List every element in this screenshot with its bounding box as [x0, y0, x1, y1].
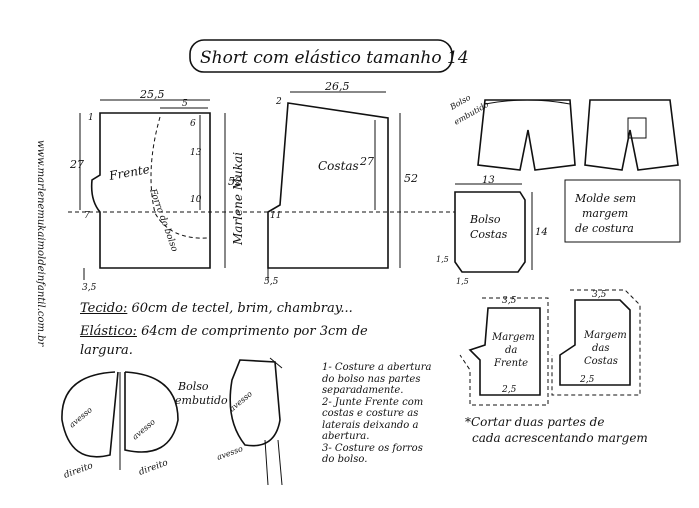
back-facing-top: 3,5	[592, 290, 607, 300]
pocket-drawing-left	[61, 371, 179, 470]
back-facing-label-1: Margem	[583, 330, 627, 341]
facing-note-2: cada acrescentando margem	[472, 431, 648, 445]
front-facing-piece	[459, 297, 549, 406]
elastic-value-2: largura.	[80, 343, 133, 358]
front-dim-6: 6	[190, 119, 196, 129]
back-corner: 2	[275, 97, 282, 107]
front-facing-label-2: da	[505, 345, 517, 356]
front-corner: 1	[88, 113, 94, 123]
back-hem: 5,5	[264, 277, 279, 287]
website-url: www.marlenemukaimoldeinfantil.com.br	[35, 140, 46, 348]
back-pocket-width: 13	[482, 175, 495, 186]
signature: Marlene Mukai	[231, 152, 245, 246]
avesso-left-1: avesso	[68, 405, 95, 429]
facing-note-1: *Cortar duas partes de	[465, 415, 604, 429]
back-hip: 11	[270, 211, 281, 221]
front-hem: 3,5	[82, 283, 97, 293]
step-line: do bolso nas partes	[322, 373, 421, 385]
avesso-left-2: avesso	[131, 417, 158, 441]
avesso-right-2: avesso	[216, 444, 245, 462]
elastic-line: Elástico: 64cm de comprimento por 3cm de	[80, 324, 368, 340]
pocket-drawing-right	[229, 357, 283, 486]
back-facing-label-3: Costas	[584, 356, 618, 367]
back-pocket-height: 14	[535, 227, 548, 238]
shorts-back-sketch	[584, 99, 679, 171]
front-pattern-piece	[68, 99, 455, 280]
elastic-value: 64cm de comprimento por 3cm de	[141, 324, 368, 339]
pocket-heading-2: embutido	[175, 394, 228, 407]
seam-note-1: Molde sem	[574, 192, 636, 205]
step-line: 3- Costure os forros	[322, 442, 423, 454]
fabric-value: 60cm de tectel, brim, chambray...	[131, 301, 353, 316]
front-hip: 7	[84, 211, 90, 221]
shorts-front-sketch	[477, 99, 576, 171]
seam-note-3: de costura	[575, 222, 634, 235]
fabric-label: Tecido:	[80, 301, 128, 316]
avesso-right-1: avesso	[228, 389, 255, 413]
front-facing-label-1: Margem	[491, 332, 535, 343]
back-facing-label-2: das	[592, 343, 610, 354]
back-label: Costas	[318, 159, 359, 173]
step-line: laterais deixando a	[322, 419, 419, 431]
seam-note-2: margem	[582, 207, 628, 220]
step-line: abertura.	[322, 431, 370, 442]
front-dim-13: 13	[190, 148, 202, 158]
seam-note-box	[564, 179, 681, 243]
back-width: 26,5	[324, 80, 350, 93]
front-dim-10: 10	[190, 195, 202, 205]
direito-left-2: direito	[138, 458, 170, 478]
pocket-steps: 1- Costure a abertura do bolso nas parte…	[322, 362, 431, 466]
front-crotch: 27	[69, 158, 84, 171]
step-line: 2- Junte Frente com	[322, 396, 424, 408]
elastic-label: Elástico:	[80, 324, 137, 339]
front-facing-label-3: Frente	[493, 358, 528, 369]
pocket-heading-1: Bolso	[177, 380, 209, 393]
back-height: 52	[404, 172, 418, 185]
front-top-pocket: 5	[182, 99, 188, 109]
step-line: separadamente.	[322, 385, 404, 396]
back-pocket-corner-h: 1,5	[456, 277, 469, 286]
direito-left-1: direito	[63, 461, 95, 481]
back-facing-piece	[551, 289, 641, 396]
back-pocket-label-2: Costas	[470, 228, 508, 241]
page-title: Short com elástico tamanho 14	[200, 48, 469, 68]
title-box	[189, 39, 453, 73]
back-pocket-piece	[454, 191, 526, 273]
back-crotch: 27	[359, 155, 374, 168]
fabric-line: Tecido: 60cm de tectel, brim, chambray..…	[80, 301, 353, 317]
back-pocket-corner-v: 1,5	[436, 255, 449, 264]
step-line: costas e costure as	[322, 408, 419, 419]
front-facing-top: 3,5	[502, 296, 517, 306]
step-line: 1- Costure a abertura	[322, 362, 432, 373]
front-height: 52	[228, 175, 242, 188]
front-pocket-lining-label: Forro do bolso	[147, 187, 180, 254]
back-pocket-label-1: Bolso	[469, 213, 501, 226]
back-pattern-piece	[267, 91, 401, 280]
step-line: do bolso.	[322, 454, 368, 465]
back-facing-bottom: 2,5	[579, 375, 595, 385]
front-label: Frente	[107, 162, 151, 183]
front-facing-bottom: 2,5	[501, 385, 517, 395]
front-width: 25,5	[139, 88, 165, 101]
